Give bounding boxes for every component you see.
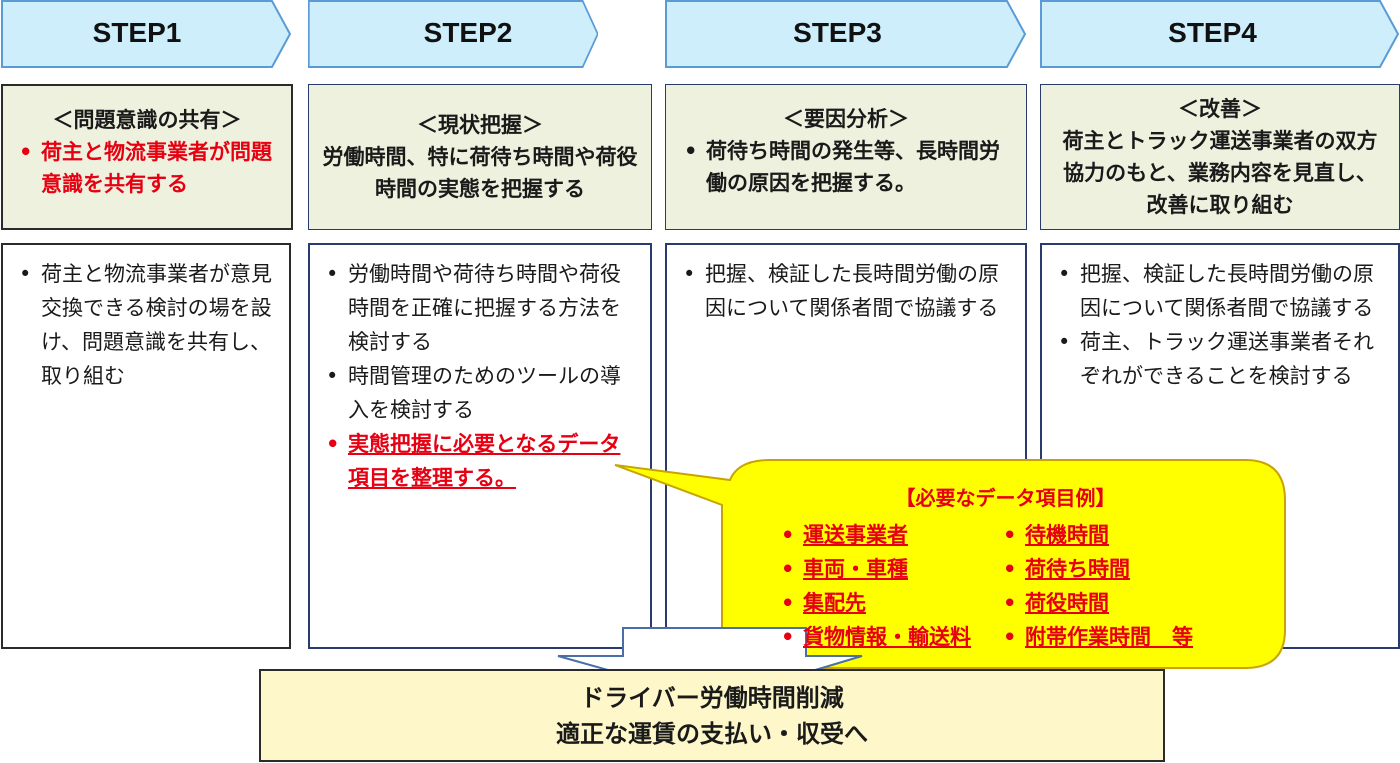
step1-detail: 荷主と物流事業者が意見交換できる検討の場を設け、問題意識を共有し、取り組む <box>1 243 291 649</box>
step4-summary: ＜改善＞ 荷主とトラック運送事業者の双方協力のもと、業務内容を見直し、改善に取り… <box>1040 84 1400 230</box>
step2-summary: ＜現状把握＞ 労働時間、特に荷待ち時間や荷役時間の実態を把握する <box>308 84 652 230</box>
step4-summary-head: ＜改善＞ <box>1178 97 1262 121</box>
step2-chevron: STEP2 <box>308 0 598 70</box>
step3-chevron: STEP3 <box>665 0 1027 70</box>
callout-left-list: 運送事業者 車両・車種 集配先 貨物情報・輸送料 <box>775 518 1000 654</box>
step4-chevron: STEP4 <box>1040 0 1400 70</box>
step4-detail-item: 荷主、トラック運送事業者それぞれができることを検討する <box>1052 325 1388 393</box>
step2-summary-head: ＜現状把握＞ <box>417 113 543 137</box>
result-box: ドライバー労働時間削減 適正な運賃の支払い・収受へ <box>259 669 1165 762</box>
step4-label: STEP4 <box>1168 17 1257 48</box>
step2-summary-body: 労働時間、特に荷待ち時間や荷役時間の実態を把握する <box>322 145 638 201</box>
result-line1: ドライバー労働時間削減 <box>580 683 844 712</box>
step1-label: STEP1 <box>92 17 182 48</box>
step3-summary: ＜要因分析＞ 荷待ち時間の発生等、長時間労働の原因を把握する。 <box>665 84 1027 230</box>
callout-title: 【必要なデータ項目例】 <box>895 486 1116 510</box>
callout-item: 荷待ち時間 <box>1025 557 1130 581</box>
step3-detail-item: 把握、検証した長時間労働の原因について関係者間で協議する <box>677 257 1015 325</box>
callout-item: 荷役時間 <box>1025 591 1109 615</box>
step4-summary-body: 荷主とトラック運送事業者の双方協力のもと、業務内容を見直し、改善に取り組む <box>1062 129 1378 217</box>
step2-detail-item: 労働時間や荷待ち時間や荷役時間を正確に把握する方法を検討する <box>320 257 640 359</box>
callout-item: 貨物情報・輸送料 <box>803 625 971 649</box>
step3-summary-head: ＜要因分析＞ <box>783 107 909 131</box>
step2-detail-item: 時間管理のためのツールの導入を検討する <box>320 359 640 427</box>
step1-summary-bullet: 荷主と物流事業者が問題意識を共有する <box>13 136 281 200</box>
step1-summary-head: ＜問題意識の共有＞ <box>52 108 242 132</box>
callout-item: 待機時間 <box>1025 523 1109 547</box>
result-line2: 適正な運賃の支払い・収受へ <box>556 719 868 748</box>
callout-item: 集配先 <box>803 591 866 615</box>
step3-summary-bullet: 荷待ち時間の発生等、長時間労働の原因を把握する。 <box>678 135 1014 199</box>
step2-detail: 労働時間や荷待ち時間や荷役時間を正確に把握する方法を検討する 時間管理のためのツ… <box>308 243 652 649</box>
step2-label: STEP2 <box>423 17 513 48</box>
step4-detail-item: 把握、検証した長時間労働の原因について関係者間で協議する <box>1052 257 1388 325</box>
step3-label: STEP3 <box>793 17 882 48</box>
step1-detail-item: 荷主と物流事業者が意見交換できる検討の場を設け、問題意識を共有し、取り組む <box>13 257 279 393</box>
callout-item: 運送事業者 <box>803 523 908 547</box>
step2-detail-highlight: 実態把握に必要となるデータ項目を整理する。 <box>320 427 640 495</box>
callout-right-list: 待機時間 荷待ち時間 荷役時間 附帯作業時間 等 <box>997 518 1257 654</box>
callout-item: 附帯作業時間 等 <box>1025 625 1193 649</box>
callout-item: 車両・車種 <box>803 557 908 581</box>
step1-summary: ＜問題意識の共有＞ 荷主と物流事業者が問題意識を共有する <box>1 84 293 230</box>
step1-chevron: STEP1 <box>1 0 291 70</box>
